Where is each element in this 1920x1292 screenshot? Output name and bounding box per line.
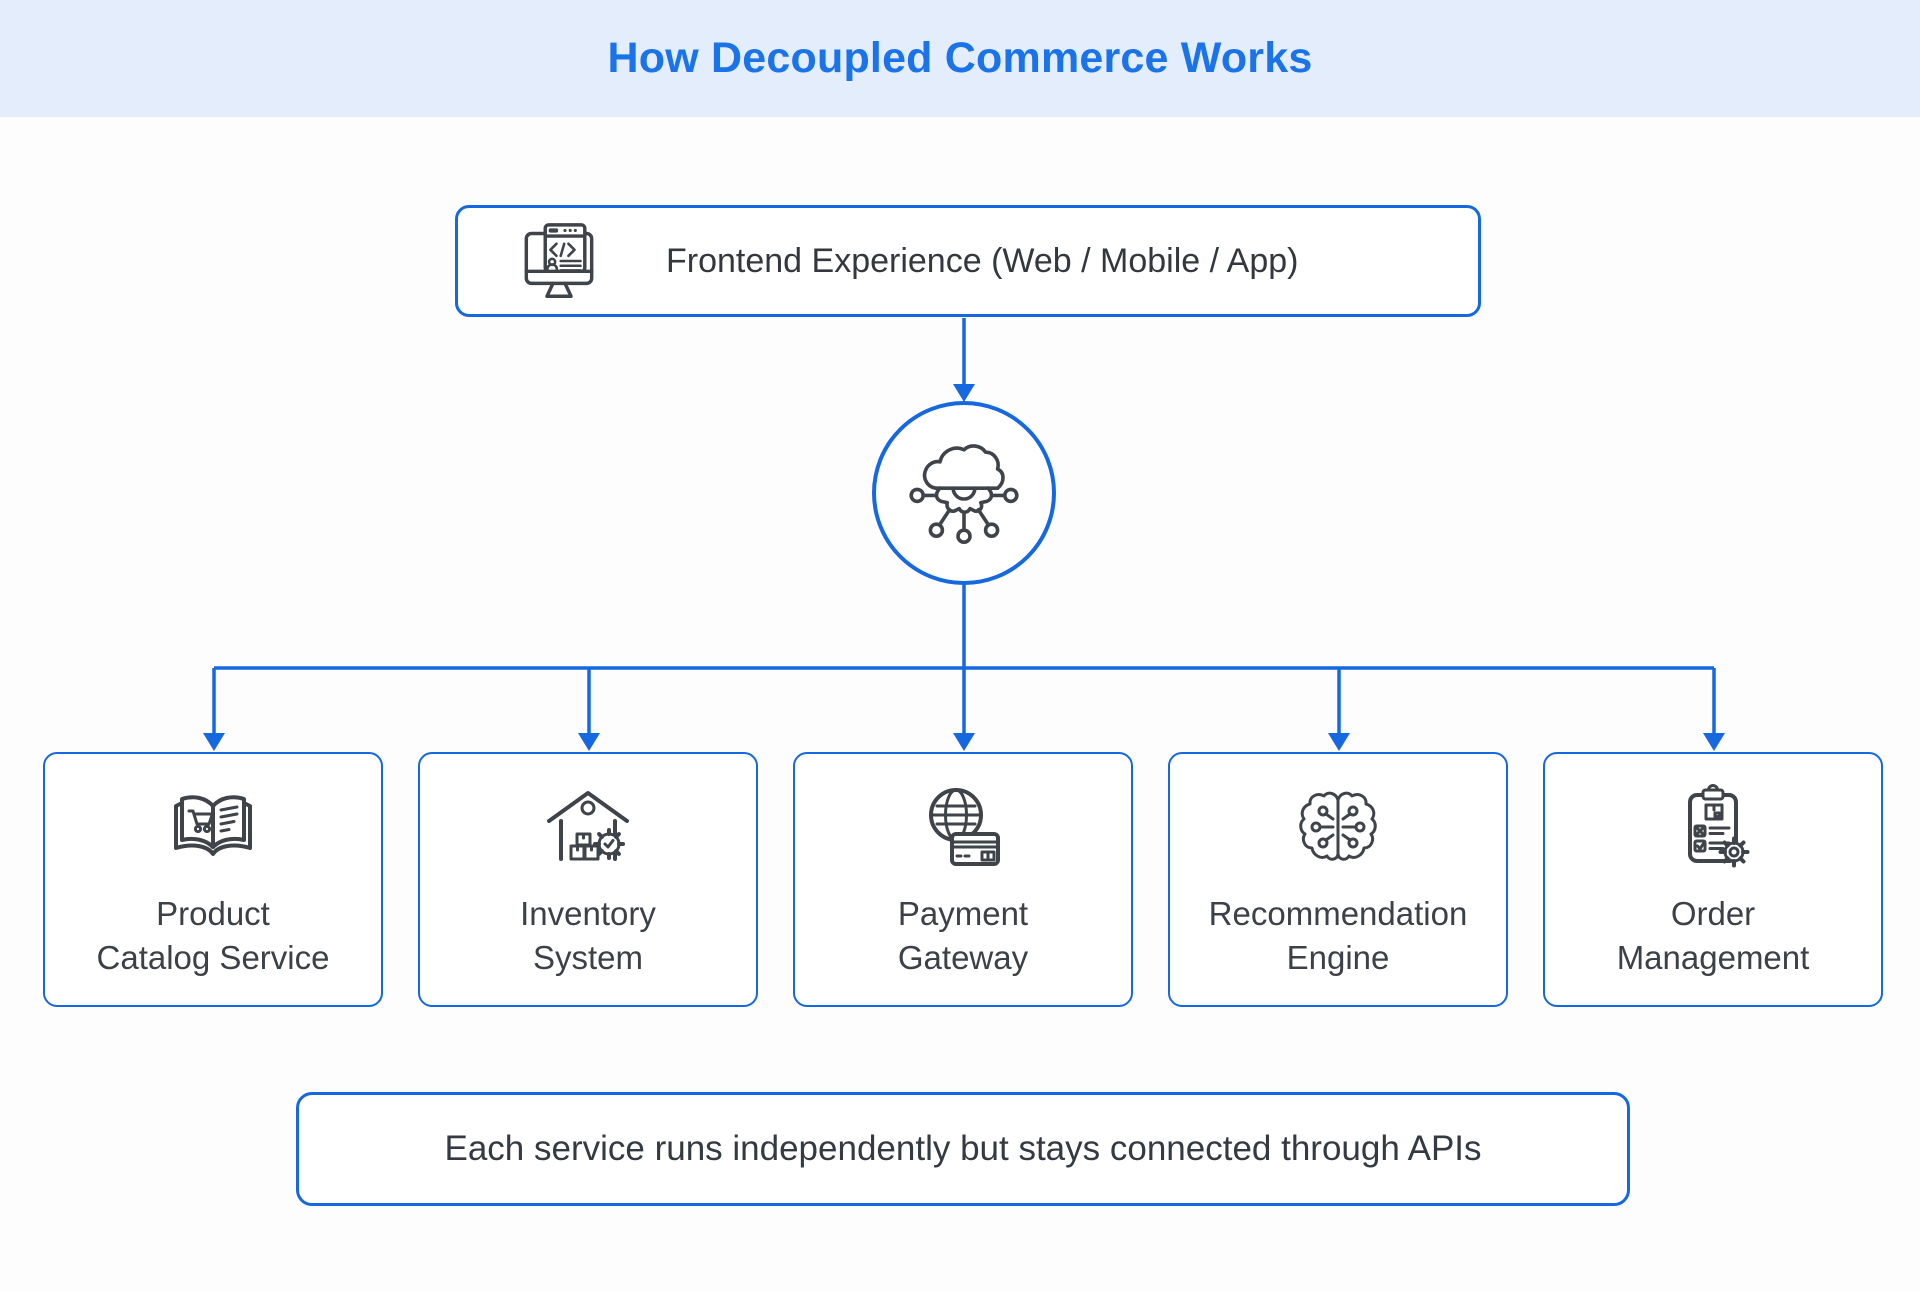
clipboard-gear-icon xyxy=(1688,784,1750,868)
catalog-book-cart-icon xyxy=(174,795,252,856)
service-label-line: Catalog Service xyxy=(96,938,330,976)
service-label-line: Gateway xyxy=(897,938,1029,976)
frontend-label: Frontend Experience (Web / Mobile / App) xyxy=(666,241,1299,280)
title-band: How Decoupled Commerce Works xyxy=(0,0,1920,117)
service-box-payment: Payment Gateway xyxy=(793,752,1133,1007)
service-label: Inventory System xyxy=(520,892,656,979)
service-label-line: Recommendation xyxy=(1208,895,1468,932)
service-box-recommendation: Recommendation Engine xyxy=(1168,752,1508,1007)
frontend-experience-box: Frontend Experience (Web / Mobile / App) xyxy=(455,205,1481,317)
service-label: Payment Gateway xyxy=(898,892,1028,979)
service-label: Recommendation Engine xyxy=(1209,892,1468,979)
brain-circuit-icon xyxy=(1299,791,1377,861)
warehouse-gear-icon xyxy=(547,791,629,861)
service-label-line: Inventory xyxy=(520,895,656,932)
api-hub-node xyxy=(904,433,1024,553)
service-label-line: Product xyxy=(156,895,270,932)
service-box-order: Order Management xyxy=(1543,752,1883,1007)
service-label: Order Management xyxy=(1617,892,1810,979)
footer-note: Each service runs independently but stay… xyxy=(444,1129,1482,1168)
service-label-line: Payment xyxy=(897,895,1029,932)
globe-credit-card-icon xyxy=(929,788,1000,866)
service-label-line: Management xyxy=(1616,938,1810,976)
service-label-line: Engine xyxy=(1286,938,1390,976)
cloud-api-network-icon xyxy=(909,444,1019,544)
service-box-product-catalog: Product Catalog Service xyxy=(43,752,383,1007)
diagram-title: How Decoupled Commerce Works xyxy=(607,34,1313,82)
service-label-line: Order xyxy=(1670,895,1756,932)
service-label: Product Catalog Service xyxy=(97,892,330,979)
service-box-inventory: Inventory System xyxy=(418,752,758,1007)
code-monitor-icon xyxy=(524,223,594,298)
footer-note-box: Each service runs independently but stay… xyxy=(296,1092,1630,1206)
service-label-line: System xyxy=(532,938,644,976)
